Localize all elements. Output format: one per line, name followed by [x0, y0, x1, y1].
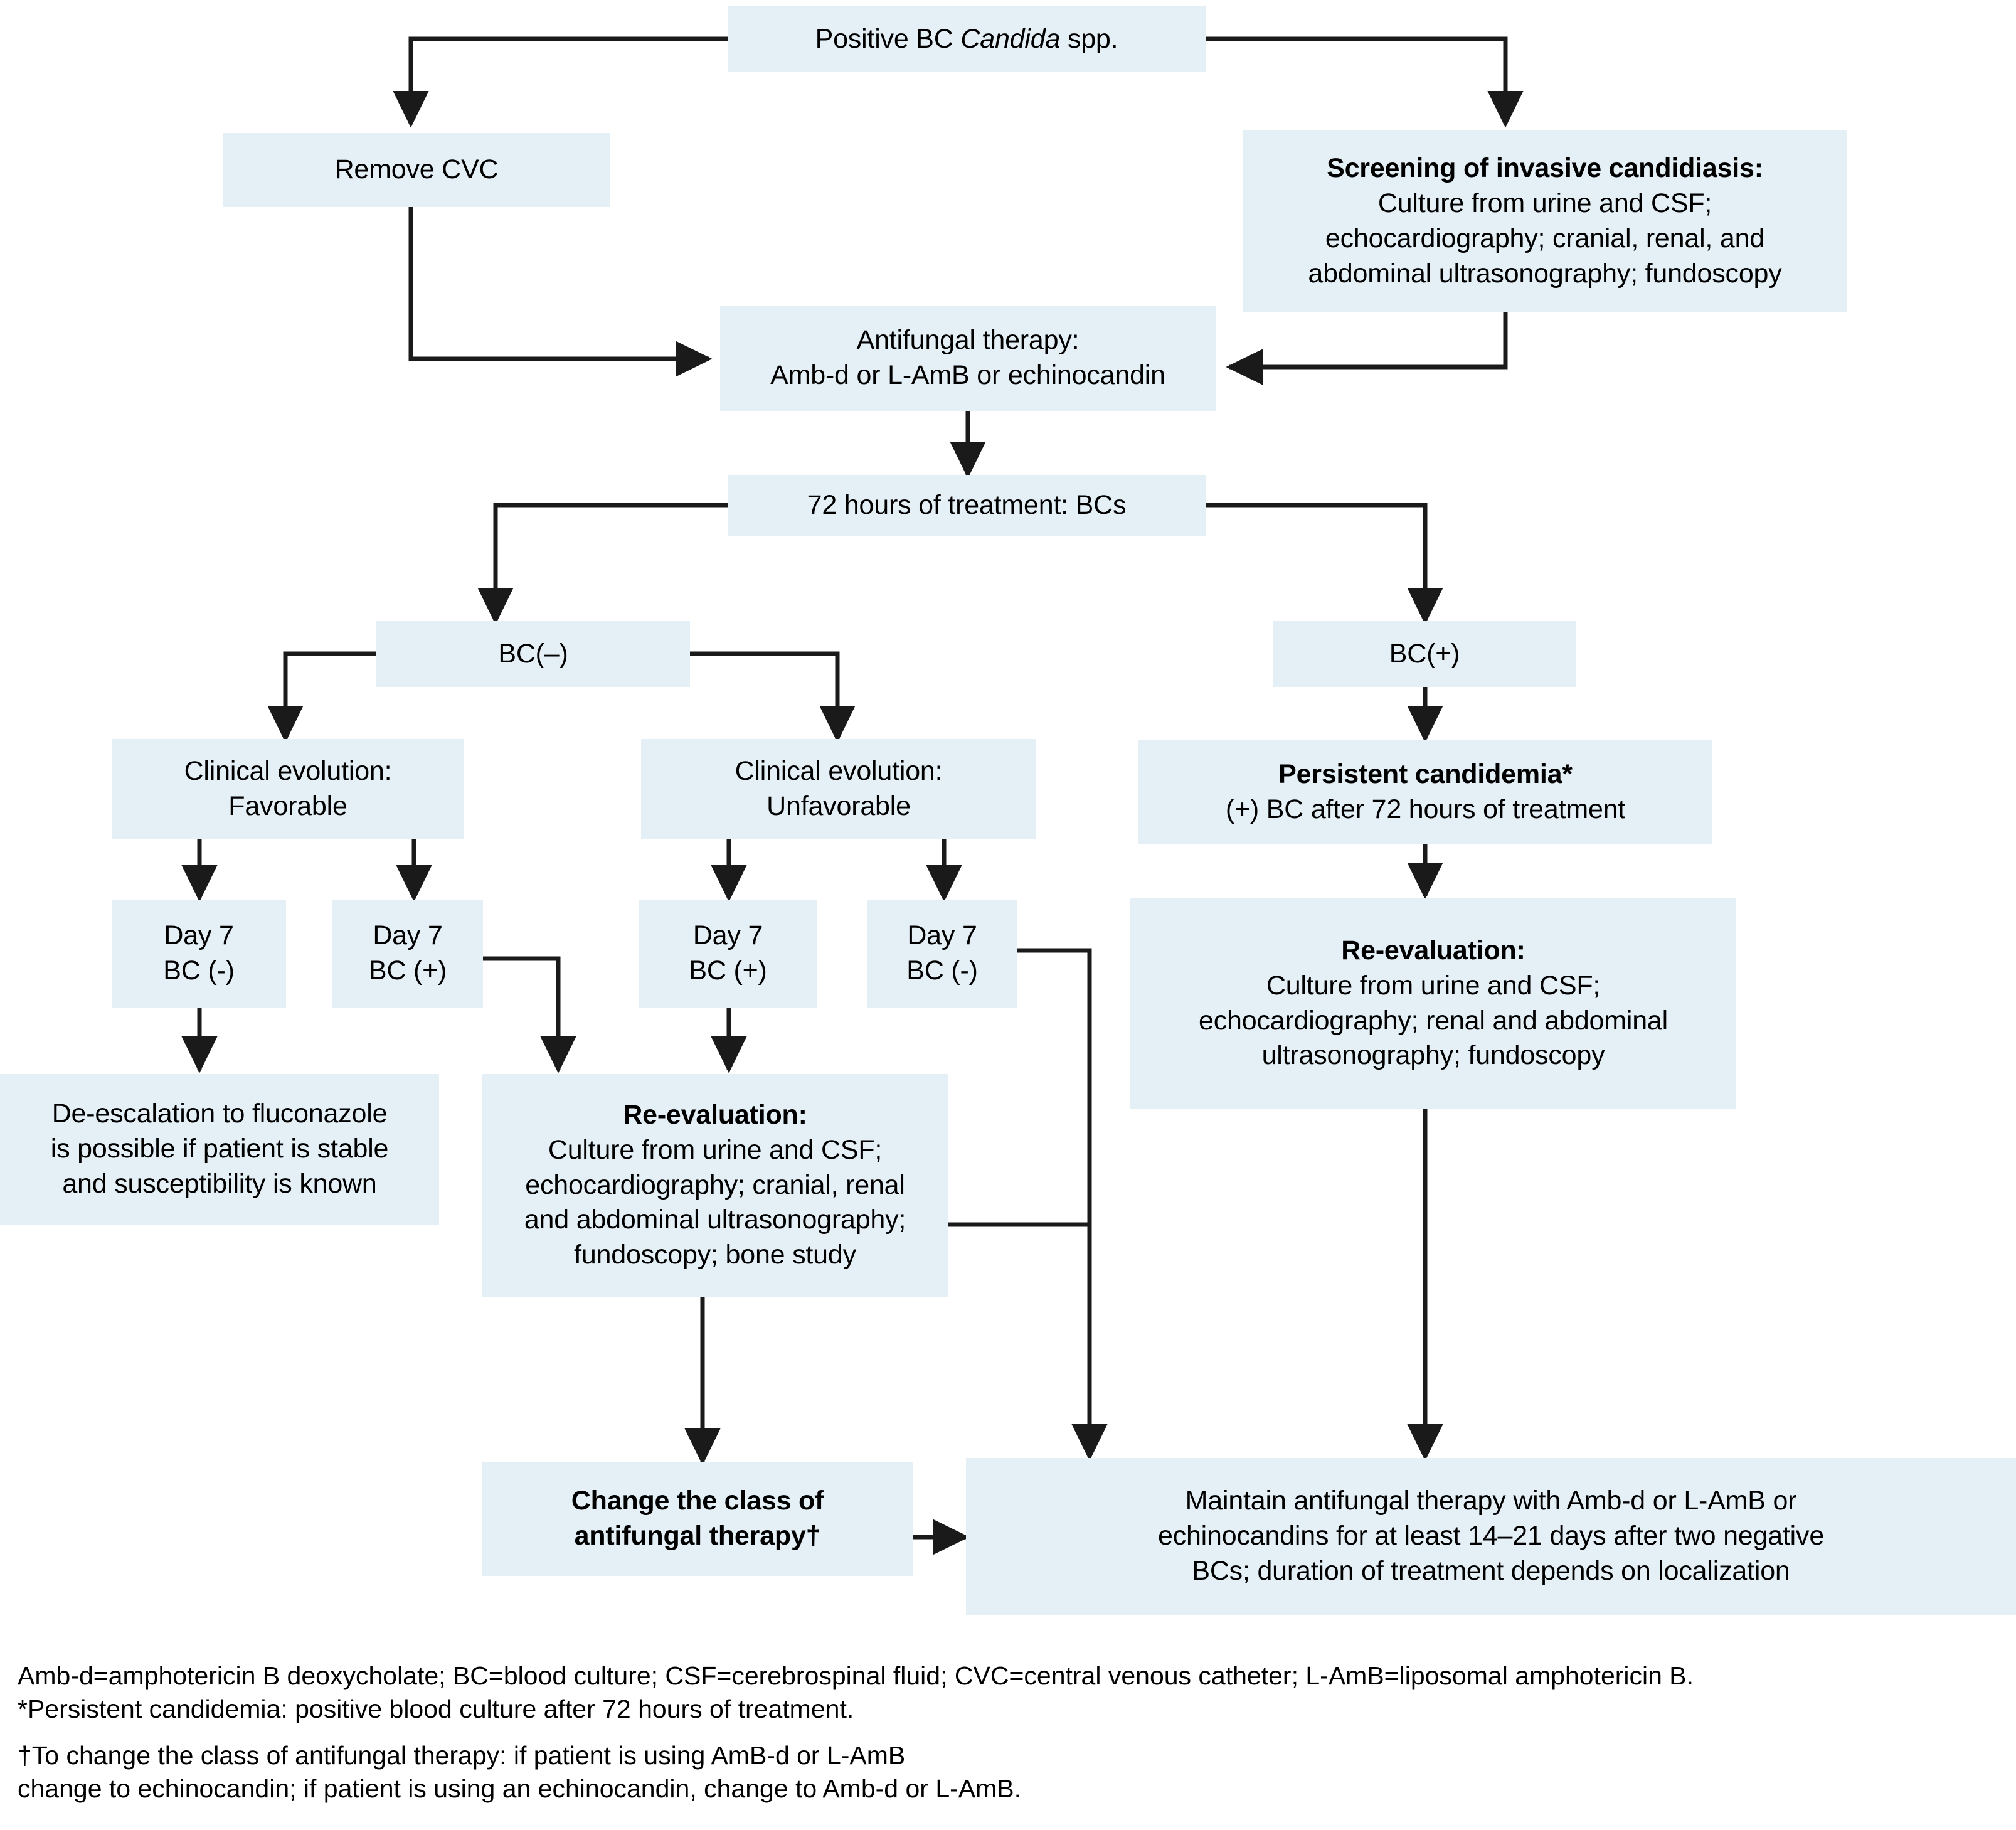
node-reevaluation-right[interactable]: Re-evaluation: Culture from urine and CS… — [1130, 898, 1736, 1109]
reevaluation-right-line-3: ultrasonography; fundoscopy — [1261, 1040, 1605, 1071]
node-change-class[interactable]: Change the class of antifungal therapy† — [482, 1462, 913, 1576]
footnote-asterisk: *Persistent candidemia: positive blood c… — [18, 1694, 854, 1724]
reevaluation-center-heading: Re-evaluation: — [623, 1099, 807, 1130]
day7-unfav-neg-line-2: BC (-) — [906, 955, 978, 986]
change-class-line-1: Change the class of — [571, 1486, 824, 1516]
edge-bc-negative-to-unfavorable — [690, 651, 856, 743]
day7-fav-neg-line-1: Day 7 — [164, 920, 234, 951]
evolution-unfavorable-line-1: Clinical evolution: — [735, 756, 943, 787]
node-day7-favorable-negative[interactable]: Day 7 BC (-) — [112, 900, 286, 1008]
edge-72h-to-bc-positive — [1206, 503, 1443, 625]
screening-line-3: abdominal ultrasonography; fundoscopy — [1308, 258, 1782, 289]
reevaluation-right-line-2: echocardiography; renal and abdominal — [1199, 1005, 1668, 1036]
node-de-escalation[interactable]: De-escalation to fluconazole is possible… — [0, 1074, 439, 1225]
edge-day7-unfav-neg-to-maintain — [1016, 948, 1108, 1461]
edge-screening-to-antifungal — [1226, 309, 1508, 385]
footnote-dagger-line-1: †To change the class of antifungal thera… — [18, 1740, 906, 1770]
edge-day7-pos-to-reevaluation — [483, 956, 576, 1073]
node-day7-favorable-positive[interactable]: Day 7 BC (+) — [332, 900, 483, 1008]
bc-positive-label: BC(+) — [1389, 638, 1460, 669]
persistent-line-1: (+) BC after 72 hours of treatment — [1225, 794, 1626, 824]
72-hours-label: 72 hours of treatment: BCs — [807, 489, 1127, 520]
footnote-dagger-line-2: change to echinocandin; if patient is us… — [18, 1774, 1022, 1803]
screening-line-1: Culture from urine and CSF; — [1377, 188, 1712, 219]
footnote-spacer — [0, 1726, 2016, 1739]
edge-positive-to-remove-cvc — [393, 36, 728, 128]
change-class-line-2: antifungal therapy† — [574, 1521, 821, 1551]
de-escalation-line-1: De-escalation to fluconazole — [51, 1099, 388, 1129]
footnotes-block: Amb-d=amphotericin B deoxycholate; BC=bl… — [0, 1659, 2016, 1806]
edge-positive-to-screening — [1206, 36, 1524, 128]
footnote-abbreviations: Amb-d=amphotericin B deoxycholate; BC=bl… — [18, 1661, 1694, 1690]
edge-bc-negative-to-favorable — [267, 651, 376, 743]
node-persistent-candidemia[interactable]: Persistent candidemia* (+) BC after 72 h… — [1138, 740, 1712, 844]
node-bc-negative[interactable]: BC(–) — [376, 621, 690, 687]
day7-fav-neg-line-2: BC (-) — [163, 955, 235, 986]
reevaluation-right-heading: Re-evaluation: — [1341, 935, 1525, 966]
reevaluation-center-line-2: echocardiography; cranial, renal — [525, 1169, 905, 1200]
node-bc-positive[interactable]: BC(+) — [1273, 621, 1576, 687]
day7-unfav-neg-line-1: Day 7 — [907, 920, 977, 951]
node-72-hours[interactable]: 72 hours of treatment: BCs — [728, 475, 1206, 536]
positive-bc-text-suffix: spp. — [1060, 23, 1118, 54]
persistent-heading: Persistent candidemia* — [1278, 758, 1573, 789]
positive-bc-text-prefix: Positive BC — [815, 23, 961, 54]
evolution-unfavorable-line-2: Unfavorable — [767, 791, 911, 821]
screening-heading: Screening of invasive candidiasis: — [1327, 153, 1763, 184]
reevaluation-center-line-4: fundoscopy; bone study — [574, 1240, 856, 1270]
maintain-line-3: BCs; duration of treatment depends on lo… — [1192, 1555, 1790, 1586]
de-escalation-line-3: and susceptibility is known — [62, 1168, 377, 1199]
day7-fav-pos-line-1: Day 7 — [373, 920, 443, 951]
antifungal-line-2: Amb-d or L-AmB or echinocandin — [770, 360, 1165, 390]
reevaluation-right-line-1: Culture from urine and CSF; — [1266, 970, 1601, 1001]
evolution-favorable-line-1: Clinical evolution: — [184, 756, 392, 787]
node-remove-cvc[interactable]: Remove CVC — [223, 133, 610, 207]
maintain-line-1: Maintain antifungal therapy with Amb-d o… — [1185, 1486, 1797, 1516]
node-antifungal-therapy[interactable]: Antifungal therapy: Amb-d or L-AmB or ec… — [720, 306, 1216, 411]
node-positive-bc[interactable]: Positive BC Candida spp. — [728, 6, 1206, 72]
node-evolution-favorable[interactable]: Clinical evolution: Favorable — [112, 739, 464, 839]
maintain-line-2: echinocandins for at least 14–21 days af… — [1157, 1521, 1825, 1551]
node-day7-unfavorable-positive[interactable]: Day 7 BC (+) — [639, 900, 817, 1008]
de-escalation-line-2: is possible if patient is stable — [50, 1134, 389, 1164]
node-maintain-therapy[interactable]: Maintain antifungal therapy with Amb-d o… — [966, 1458, 2016, 1615]
day7-fav-pos-line-2: BC (+) — [368, 955, 447, 986]
node-reevaluation-center[interactable]: Re-evaluation: Culture from urine and CS… — [482, 1074, 948, 1297]
antifungal-line-1: Antifungal therapy: — [856, 325, 1080, 356]
day7-unfav-pos-line-1: Day 7 — [692, 920, 763, 951]
edge-72h-to-bc-negative — [477, 503, 728, 625]
node-evolution-unfavorable[interactable]: Clinical evolution: Unfavorable — [641, 739, 1036, 839]
reevaluation-center-line-1: Culture from urine and CSF; — [548, 1134, 883, 1165]
day7-unfav-pos-line-2: BC (+) — [689, 955, 767, 986]
reevaluation-center-line-3: and abdominal ultrasonography; — [524, 1205, 906, 1235]
edge-remove-cvc-to-antifungal — [408, 207, 713, 377]
evolution-favorable-line-2: Favorable — [228, 791, 347, 821]
node-day7-unfavorable-negative[interactable]: Day 7 BC (-) — [867, 900, 1017, 1008]
screening-line-2: echocardiography; cranial, renal, and — [1325, 223, 1765, 253]
positive-bc-text-italic: Candida — [960, 23, 1061, 54]
node-screening[interactable]: Screening of invasive candidiasis: Cultu… — [1243, 130, 1847, 312]
remove-cvc-label: Remove CVC — [334, 154, 499, 185]
bc-negative-label: BC(–) — [498, 638, 568, 669]
